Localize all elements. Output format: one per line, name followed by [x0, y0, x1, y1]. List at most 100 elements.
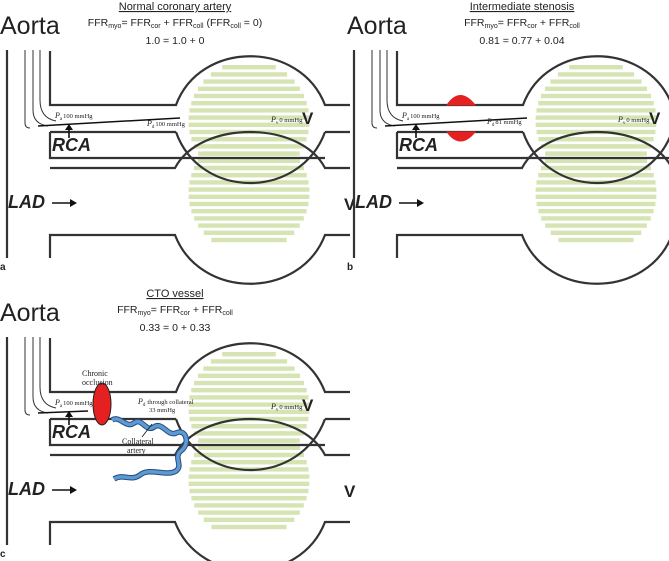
panel-letter: b — [347, 262, 353, 273]
myocardium-stripe — [210, 144, 288, 149]
pressure-aortic: Pa100 mmHg — [54, 398, 93, 409]
equation-values: 1.0 = 1.0 + 0 — [146, 35, 205, 47]
lad-lower-wall — [48, 233, 350, 285]
myocardium-stripe — [535, 115, 657, 120]
pressure-venous: Pv0 mmHg — [617, 115, 650, 126]
myocardium-stripe — [541, 216, 651, 221]
myocardium-stripe — [222, 65, 276, 70]
myocardium-stripe — [536, 201, 656, 207]
myocardium-stripe — [194, 216, 304, 221]
myocardium-stripe — [222, 424, 276, 429]
myocardium-stripe — [191, 173, 307, 178]
myocardium-stripe — [569, 65, 623, 70]
myocardium-stripe — [191, 388, 307, 393]
panel-letter: c — [0, 549, 6, 560]
rca-arrowhead — [65, 124, 73, 130]
myocardium-stripe — [541, 165, 651, 171]
aorta-streamline — [386, 50, 404, 122]
rca-label: RCA — [52, 422, 91, 442]
aorta-label: Aorta — [0, 299, 60, 327]
myocardium-stripe — [188, 194, 310, 199]
myocardium-stripe — [538, 209, 654, 214]
myocardium-stripe — [569, 137, 623, 142]
myocardium-stripe — [203, 151, 295, 156]
myocardium-stripe — [222, 352, 276, 357]
myocardium-stripe — [535, 194, 657, 199]
myocardium-stripe — [189, 108, 309, 113]
collateral-artery — [111, 417, 188, 481]
myocardium-stripe — [211, 524, 287, 530]
rca-flow-line — [384, 117, 528, 127]
aorta-streamline — [24, 50, 31, 129]
pressure-distal: Pd100 mmHg — [146, 119, 186, 130]
myocardium-stripe — [198, 223, 300, 228]
myocardium-stripe — [222, 137, 276, 142]
panel-letter: a — [0, 262, 6, 273]
panel-title: Normal coronary artery — [119, 1, 232, 13]
rca-territory-outline — [395, 51, 669, 107]
collateral-pointer — [141, 423, 153, 438]
collateral-label: Collateral — [122, 437, 154, 446]
pressure-venous: Pv0 mmHg — [270, 402, 303, 413]
myocardium-stripe — [188, 481, 310, 486]
myocardium-stripe — [194, 380, 304, 386]
myocardium-stripe — [189, 488, 309, 494]
rca-flow-line — [37, 117, 181, 127]
myocardium-stripe — [550, 79, 642, 84]
aorta-label: Aorta — [0, 12, 60, 40]
myocardium-stripe — [188, 122, 310, 127]
myocardium-stripe — [191, 460, 307, 465]
myocardium-stripe — [188, 474, 310, 479]
myocardium-stripe — [210, 431, 288, 436]
myocardium-stripe — [557, 72, 635, 77]
myocardium-stripe — [545, 223, 647, 228]
myocardium-stripe — [188, 187, 310, 192]
venous-label-rca: V — [649, 109, 661, 128]
myocardium-stripe — [197, 86, 301, 91]
pressure-aortic: Pa100 mmHg — [401, 111, 440, 122]
myocardium-stripe — [194, 452, 304, 458]
lad-lower-wall — [395, 233, 669, 285]
myocardium-stripe — [191, 101, 307, 106]
panel-title: Intermediate stenosis — [470, 1, 575, 13]
myocardium-stripe — [541, 93, 651, 99]
lad-arrowhead — [70, 199, 77, 207]
myocardium-stripe — [191, 496, 307, 501]
venous-label-rca: V — [302, 109, 314, 128]
myocardium-stripe — [536, 108, 656, 113]
lad-arrowhead — [417, 199, 424, 207]
aorta-streamline — [39, 337, 57, 409]
myocardium-stripe — [550, 230, 642, 235]
myocardium-stripe — [194, 503, 304, 508]
rca-lower-wall — [48, 130, 350, 185]
equation-values: 0.33 = 0 + 0.33 — [140, 322, 211, 334]
lad-arrowhead — [70, 486, 77, 494]
lad-upper-wall — [50, 131, 350, 170]
chronic-occlusion — [92, 382, 112, 426]
rca-label: RCA — [399, 135, 438, 155]
rca-arrowhead — [65, 411, 73, 417]
rca-lower-wall — [395, 131, 669, 185]
myocardium-stripe — [211, 237, 287, 243]
myocardium-stripe — [535, 122, 657, 127]
venous-label-lad: V — [344, 482, 356, 501]
myocardium-stripe — [203, 438, 295, 443]
myocardium-stripe — [544, 86, 648, 91]
lad-label: LAD — [355, 192, 392, 212]
myocardium-stripe — [189, 201, 309, 207]
myocardium-stripe — [535, 187, 657, 192]
myocardium-stripe — [194, 165, 304, 171]
rca-flow-line — [37, 410, 89, 414]
stenosis-lower — [446, 131, 477, 142]
myocardium-stripe — [203, 517, 295, 522]
equation-values: 0.81 = 0.77 + 0.04 — [479, 35, 564, 47]
myocardium-stripe — [210, 359, 288, 364]
myocardium-stripe — [188, 409, 310, 414]
aorta-label: Aorta — [347, 12, 407, 40]
panel-title: CTO vessel — [146, 288, 203, 300]
